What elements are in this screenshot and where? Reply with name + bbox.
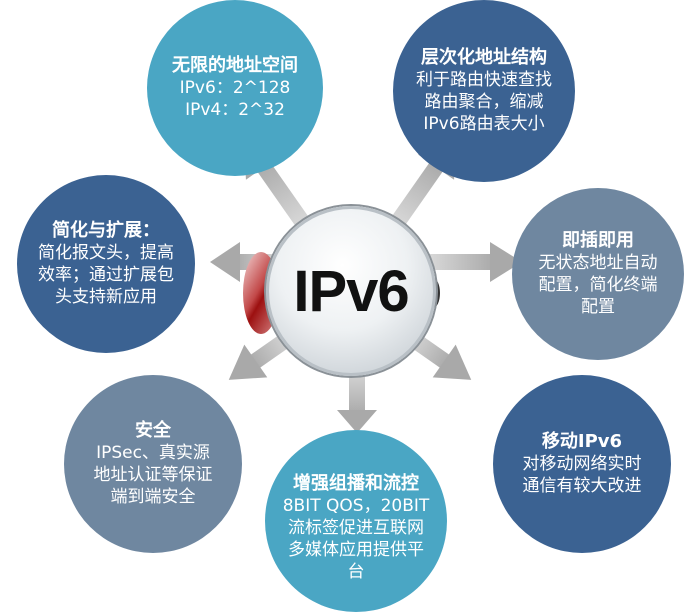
bubble-plug-and-play: 即插即用 无状态地址自动 配置，简化终端 配置 (512, 188, 684, 360)
bubble-line: 多媒体应用提供平 (288, 540, 424, 560)
bubble-line: 利于路由快速查找 (416, 70, 552, 90)
bubble-multicast-flow: 增强组播和流控 8BIT QOS，20BIT 流标签促进互联网 多媒体应用提供平… (265, 430, 447, 612)
bubble-line: 端到端安全 (110, 487, 196, 507)
bubble-line: 简化报文头，提高 (38, 243, 174, 263)
bubble-line: 台 (347, 562, 365, 582)
bubble-title: 安全 (135, 420, 171, 441)
bubble-line: 地址认证等保证 (93, 465, 213, 485)
center-ipv6-hub: IPv6 (266, 206, 436, 376)
bubble-unlimited-address-space: 无限的地址空间 IPv6：2^128 IPv4：2^32 (147, 0, 323, 176)
bubble-mobile-ipv6: 移动IPv6 对移动网络实时 通信有较大改进 (493, 375, 671, 553)
bubble-line: 对移动网络实时 (522, 454, 642, 474)
bubble-title: 简化与扩展： (52, 220, 160, 241)
bubble-line: 头支持新应用 (55, 287, 157, 307)
bubble-line: IPv4：2^32 (185, 100, 285, 120)
bubble-title: 增强组播和流控 (293, 473, 419, 494)
bubble-hierarchical-address: 层次化地址结构 利于路由快速查找 路由聚合，缩减 IPv6路由表大小 (393, 0, 575, 182)
bubble-title: 移动IPv6 (541, 431, 623, 452)
bubble-line: 路由聚合，缩减 (424, 92, 544, 112)
bubble-line: 流标签促进互联网 (288, 518, 424, 538)
bubble-line: IPv6：2^128 (179, 78, 291, 98)
center-label: IPv6 (293, 258, 409, 324)
bubble-line: 8BIT QOS，20BIT (282, 496, 430, 516)
bubble-line: 效率；通过扩展包 (38, 265, 174, 285)
bubble-simplify-extend: 简化与扩展： 简化报文头，提高 效率；通过扩展包 头支持新应用 (17, 175, 195, 353)
bubble-line: IPv6路由表大小 (423, 114, 545, 134)
bubble-line: IPSec、真实源 (96, 443, 210, 463)
bubble-title: 无限的地址空间 (172, 55, 298, 76)
bubble-title: 即插即用 (562, 230, 634, 251)
bubble-line: 通信有较大改进 (522, 476, 642, 496)
bubble-line: 配置，简化终端 (538, 275, 658, 295)
bubble-security: 安全 IPSec、真实源 地址认证等保证 端到端安全 (64, 375, 242, 553)
bubble-line: 无状态地址自动 (538, 253, 658, 273)
bubble-line: 配置 (581, 297, 615, 317)
bubble-title: 层次化地址结构 (421, 47, 547, 68)
